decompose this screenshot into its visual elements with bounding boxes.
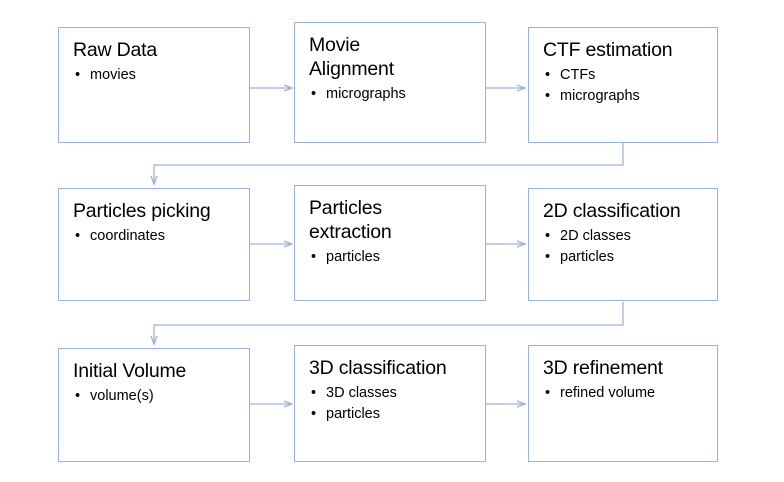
node-bullets: 3D classes particles: [309, 383, 485, 425]
node-bullets: refined volume: [543, 383, 717, 404]
node-bullet: particles: [309, 404, 485, 425]
node-title: 2D classification: [543, 200, 681, 222]
node-bullet: particles: [543, 247, 717, 268]
node-particles-extraction[interactable]: Particles extraction particles: [294, 185, 486, 301]
node-title: CTF estimation: [543, 39, 673, 61]
edge-2d-classification-to-initial-volume: [154, 302, 624, 344]
node-bullet: CTFs: [543, 65, 717, 86]
node-title: Movie Alignment: [309, 34, 394, 80]
node-bullet: particles: [309, 247, 485, 268]
node-bullets: volume(s): [73, 386, 249, 407]
node-bullet: micrographs: [309, 84, 485, 105]
node-title: Raw Data: [73, 39, 158, 61]
node-raw-data[interactable]: Raw Data movies: [58, 27, 250, 143]
node-title: 3D refinement: [543, 357, 663, 379]
node-title: Particles extraction: [309, 197, 392, 243]
node-movie-alignment[interactable]: Movie Alignment micrographs: [294, 22, 486, 143]
node-2d-classification[interactable]: 2D classification 2D classes particles: [528, 188, 718, 301]
node-bullets: CTFs micrographs: [543, 65, 717, 107]
node-bullets: particles: [309, 247, 485, 268]
node-title: Initial Volume: [73, 360, 187, 382]
node-bullet: 2D classes: [543, 226, 717, 247]
node-bullet: 3D classes: [309, 383, 485, 404]
node-title: 3D classification: [309, 357, 447, 379]
node-3d-classification[interactable]: 3D classification 3D classes particles: [294, 345, 486, 462]
node-bullets: micrographs: [309, 84, 485, 105]
node-bullet: volume(s): [73, 386, 249, 407]
node-bullet: movies: [73, 65, 249, 86]
node-bullet: coordinates: [73, 226, 249, 247]
node-bullets: movies: [73, 65, 249, 86]
node-title: Particles picking: [73, 200, 211, 222]
node-bullet: refined volume: [543, 383, 717, 404]
node-3d-refinement[interactable]: 3D refinement refined volume: [528, 345, 718, 462]
node-particles-picking[interactable]: Particles picking coordinates: [58, 188, 250, 301]
node-bullets: 2D classes particles: [543, 226, 717, 268]
node-initial-volume[interactable]: Initial Volume volume(s): [58, 348, 250, 462]
node-ctf-estimation[interactable]: CTF estimation CTFs micrographs: [528, 27, 718, 143]
node-bullet: micrographs: [543, 86, 717, 107]
node-bullets: coordinates: [73, 226, 249, 247]
edge-ctf-estimation-to-particles-picking: [154, 143, 624, 184]
